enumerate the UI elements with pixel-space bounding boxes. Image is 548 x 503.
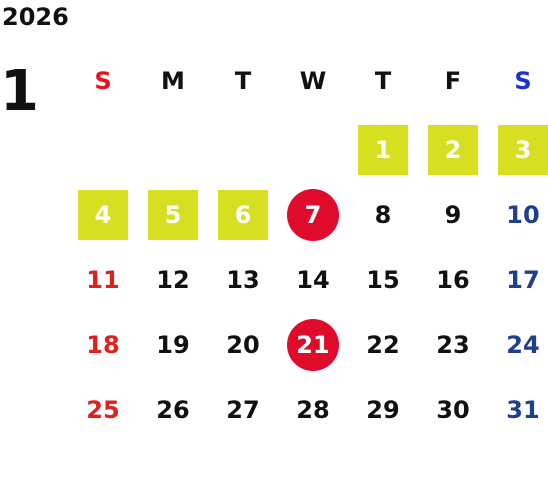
day-number: 29 — [366, 395, 400, 424]
holiday-highlight — [358, 125, 408, 175]
day-number: 19 — [156, 330, 190, 359]
day-number: 5 — [164, 200, 182, 229]
day-cell[interactable]: 31 — [488, 377, 548, 442]
day-number: 1 — [374, 135, 392, 164]
holiday-highlight — [78, 190, 128, 240]
day-number: 28 — [296, 395, 330, 424]
day-cell[interactable]: 2 — [418, 117, 488, 182]
weekday-header: T — [234, 67, 252, 95]
day-cell[interactable]: 24 — [488, 312, 548, 377]
weekday-header: F — [444, 67, 462, 95]
month-number: 1 — [0, 59, 39, 124]
day-number: 30 — [436, 395, 470, 424]
day-number: 10 — [506, 200, 540, 229]
day-cell[interactable]: 1 — [348, 117, 418, 182]
day-cell[interactable]: 9 — [418, 182, 488, 247]
day-cell[interactable]: 25 — [68, 377, 138, 442]
day-cell[interactable]: 14 — [278, 247, 348, 312]
weekday-header: W — [299, 67, 327, 95]
day-cell[interactable]: 29 — [348, 377, 418, 442]
day-cell[interactable]: 5 — [138, 182, 208, 247]
weekday-header: M — [161, 67, 185, 95]
day-number: 16 — [436, 265, 470, 294]
day-number: 11 — [86, 265, 120, 294]
year-label: 2026 — [2, 3, 69, 31]
day-number: 17 — [506, 265, 540, 294]
day-cell[interactable]: 12 — [138, 247, 208, 312]
day-cell[interactable]: 3 — [488, 117, 548, 182]
day-number: 20 — [226, 330, 260, 359]
day-number: 31 — [506, 395, 540, 424]
day-cell[interactable]: 23 — [418, 312, 488, 377]
weekday-header: T — [374, 67, 392, 95]
marked-day-circle — [287, 319, 339, 371]
holiday-highlight — [218, 190, 268, 240]
day-cell[interactable]: 26 — [138, 377, 208, 442]
day-number: 4 — [94, 200, 112, 229]
day-number: 22 — [366, 330, 400, 359]
day-cell[interactable]: 27 — [208, 377, 278, 442]
day-cell[interactable]: 6 — [208, 182, 278, 247]
day-number: 21 — [296, 330, 330, 359]
day-number: 14 — [296, 265, 330, 294]
day-cell[interactable]: 22 — [348, 312, 418, 377]
day-cell[interactable]: 19 — [138, 312, 208, 377]
day-cell[interactable]: 11 — [68, 247, 138, 312]
day-number: 8 — [374, 200, 392, 229]
day-number: 3 — [514, 135, 532, 164]
day-cell[interactable]: 21 — [278, 312, 348, 377]
day-number: 2 — [444, 135, 462, 164]
day-number: 26 — [156, 395, 190, 424]
day-cell[interactable]: 15 — [348, 247, 418, 312]
day-number: 23 — [436, 330, 470, 359]
day-cell[interactable]: 18 — [68, 312, 138, 377]
day-cell[interactable]: 4 — [68, 182, 138, 247]
day-number: 9 — [444, 200, 462, 229]
marked-day-circle — [287, 189, 339, 241]
day-cell[interactable]: 10 — [488, 182, 548, 247]
day-number: 6 — [234, 200, 252, 229]
day-cell[interactable]: 30 — [418, 377, 488, 442]
day-cell[interactable]: 17 — [488, 247, 548, 312]
weekday-header: S — [514, 67, 532, 95]
day-number: 12 — [156, 265, 190, 294]
day-cell[interactable]: 16 — [418, 247, 488, 312]
day-cell[interactable]: 13 — [208, 247, 278, 312]
day-cell[interactable]: 7 — [278, 182, 348, 247]
weekday-header: S — [94, 67, 112, 95]
day-number: 24 — [506, 330, 540, 359]
day-number: 15 — [366, 265, 400, 294]
day-number: 7 — [304, 200, 322, 229]
day-cell[interactable]: 28 — [278, 377, 348, 442]
holiday-highlight — [428, 125, 478, 175]
day-number: 25 — [86, 395, 120, 424]
holiday-highlight — [148, 190, 198, 240]
day-cell[interactable]: 20 — [208, 312, 278, 377]
day-cell[interactable]: 8 — [348, 182, 418, 247]
day-number: 27 — [226, 395, 260, 424]
day-number: 18 — [86, 330, 120, 359]
holiday-highlight — [498, 125, 548, 175]
day-number: 13 — [226, 265, 260, 294]
